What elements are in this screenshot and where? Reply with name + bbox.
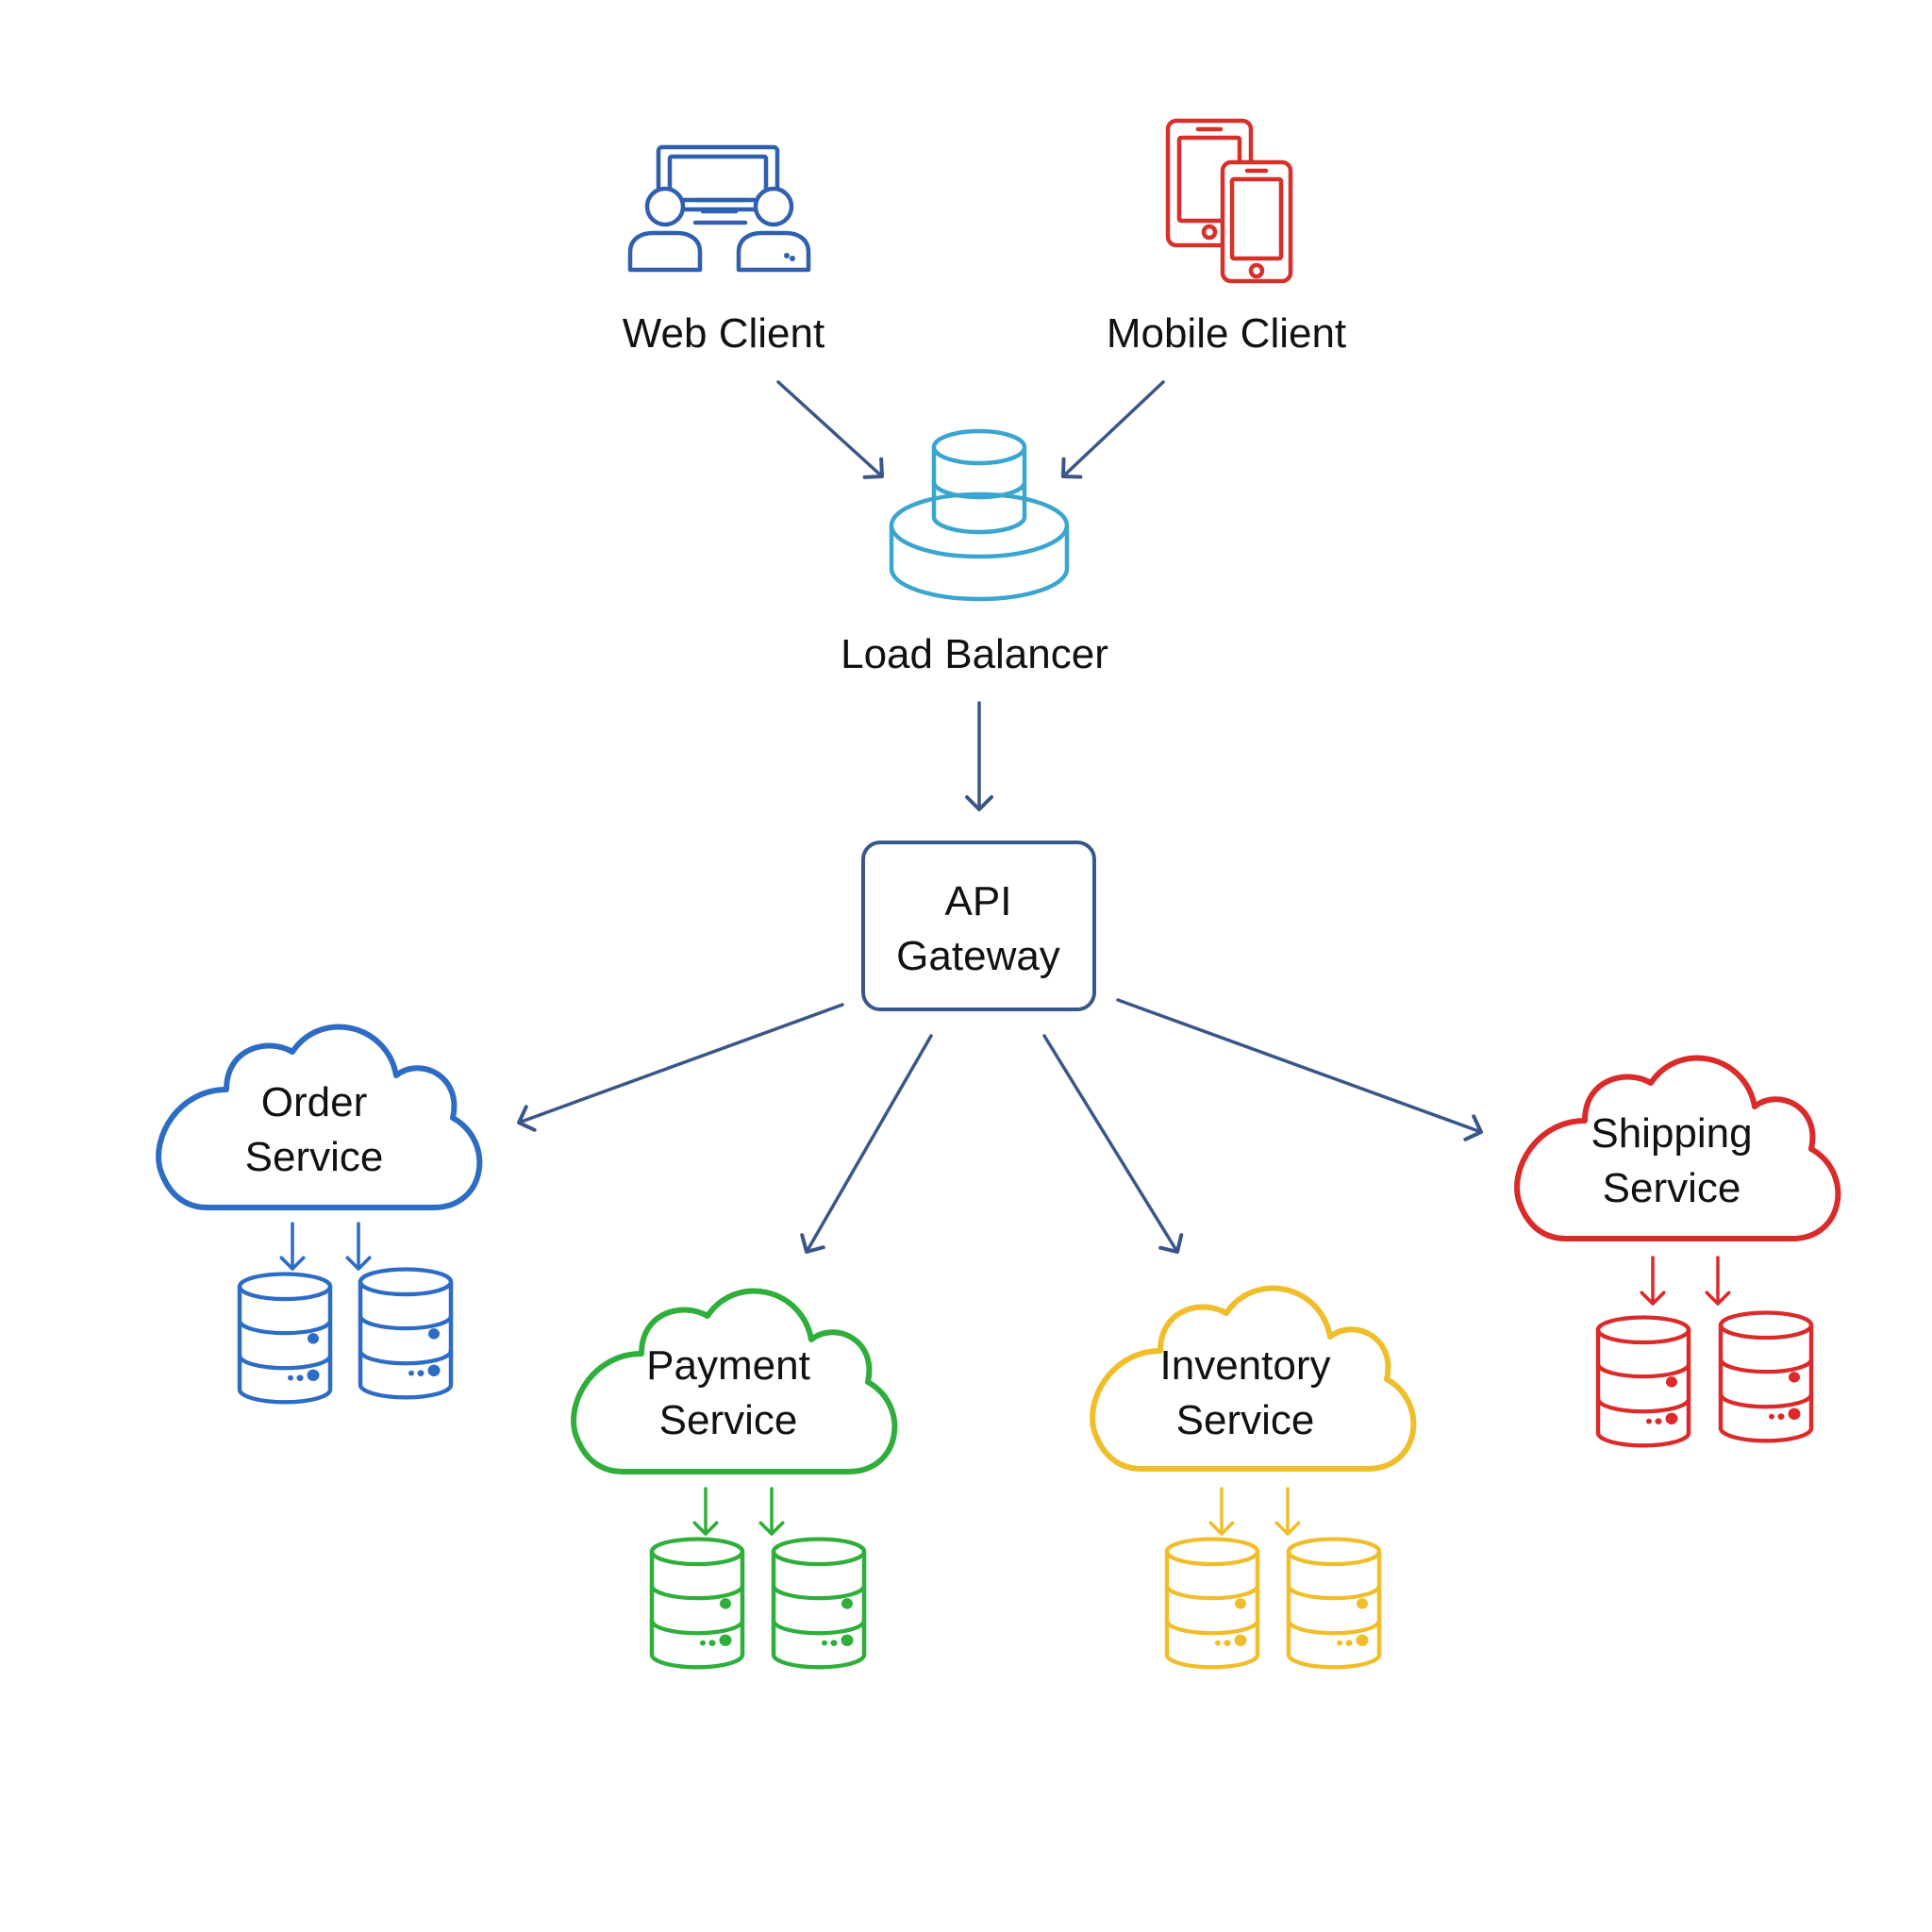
load-balancer-node: Load Balancer xyxy=(841,428,1108,677)
mobile-devices-icon xyxy=(1165,118,1293,284)
api-gateway-node: API Gateway xyxy=(861,841,1096,1011)
order-service-node: Order Service xyxy=(158,1027,479,1403)
payment-db-arrows xyxy=(692,1487,785,1536)
arrow-mobile-to-lb xyxy=(1053,380,1165,488)
shipping-database-2-icon xyxy=(1721,1312,1811,1441)
api-gateway-label-line2: Gateway xyxy=(896,933,1060,979)
payment-service-node: Payment Service xyxy=(574,1291,894,1668)
web-client-node: Web Client xyxy=(623,144,824,357)
arrow-lb-to-gateway xyxy=(965,701,993,811)
payment-database-1-icon xyxy=(652,1539,742,1667)
inventory-service-label-line1: Inventory xyxy=(1160,1342,1331,1389)
shipping-service-node: Shipping Service xyxy=(1517,1058,1838,1446)
shipping-service-label-line1: Shipping xyxy=(1591,1110,1752,1157)
payment-database-2-icon xyxy=(774,1539,864,1667)
web-users-screen-icon xyxy=(627,144,811,273)
load-balancer-label: Load Balancer xyxy=(841,631,1108,677)
order-database-2-icon xyxy=(360,1269,451,1397)
inventory-database-2-icon xyxy=(1289,1539,1379,1667)
arrow-gateway-to-inventory xyxy=(1042,1034,1191,1260)
inventory-service-node: Inventory Service xyxy=(1092,1289,1413,1668)
payment-service-label-line1: Payment xyxy=(646,1342,810,1389)
arrow-gateway-to-order xyxy=(512,1003,844,1137)
inventory-database-1-icon xyxy=(1167,1539,1257,1667)
web-client-label: Web Client xyxy=(623,310,824,357)
api-gateway-box xyxy=(861,841,1096,1011)
order-database-1-icon xyxy=(240,1274,330,1402)
arrow-web-to-lb xyxy=(776,380,892,488)
inventory-service-label-line2: Service xyxy=(1176,1397,1315,1443)
shipping-service-label-line2: Service xyxy=(1603,1165,1741,1211)
main-connectors xyxy=(512,380,1488,1260)
order-service-label-line2: Service xyxy=(245,1134,384,1180)
inventory-db-arrows xyxy=(1208,1487,1301,1536)
arrow-gateway-to-payment xyxy=(793,1034,933,1260)
api-gateway-label-line1: API xyxy=(945,878,1012,924)
payment-service-label-line2: Service xyxy=(659,1397,798,1443)
shipping-db-arrows xyxy=(1640,1256,1731,1306)
load-balancer-icon xyxy=(889,428,1070,602)
mobile-client-node: Mobile Client xyxy=(1107,118,1346,357)
arrow-gateway-to-shipping xyxy=(1116,998,1488,1146)
mobile-client-label: Mobile Client xyxy=(1107,310,1346,357)
order-service-label-line1: Order xyxy=(261,1079,367,1125)
shipping-database-1-icon xyxy=(1598,1317,1689,1445)
order-db-arrows xyxy=(279,1222,372,1271)
